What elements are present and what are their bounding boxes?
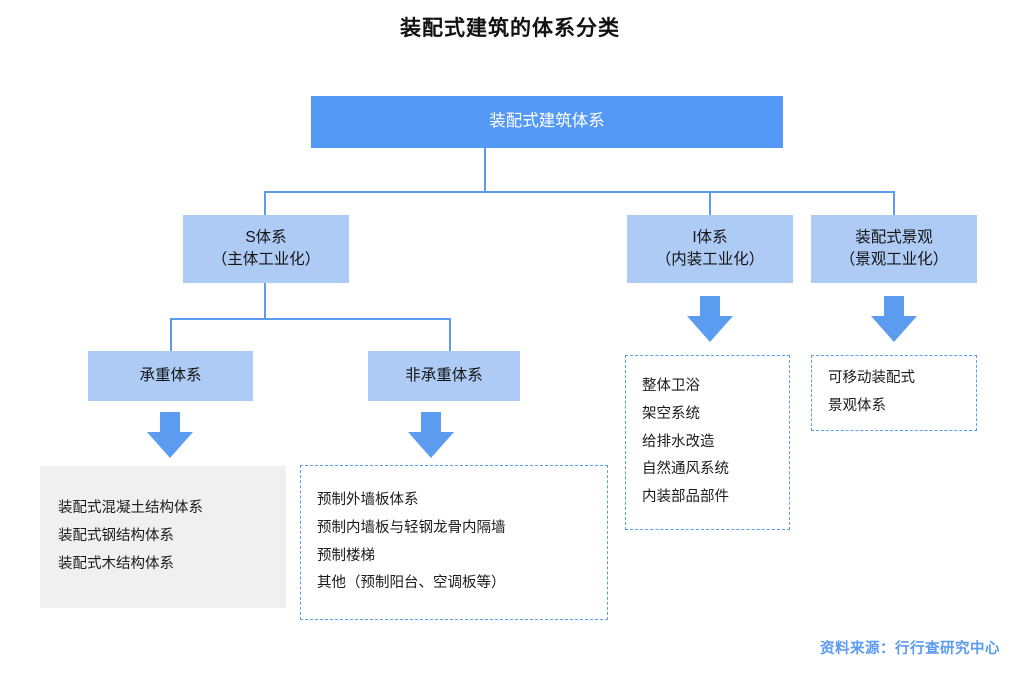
connector-to-landscape [893, 191, 895, 215]
panel-bearing-items: 装配式混凝土结构体系 装配式钢结构体系 装配式木结构体系 [40, 466, 286, 608]
list-item: 可移动装配式 [828, 370, 915, 387]
arrow-down-bearing [147, 412, 193, 458]
arrow-down-nonbearing [408, 412, 454, 458]
connector-s-bus [170, 318, 450, 320]
arrow-down-landscape [871, 296, 917, 342]
arrow-head [687, 316, 733, 342]
connector-to-nonbearing [449, 318, 451, 351]
connector-root-stem [484, 148, 486, 192]
connector-to-i [709, 191, 711, 215]
list-item: 预制楼梯 [317, 547, 375, 564]
panel-nonbearing-items: 预制外墙板体系 预制内墙板与轻钢龙骨内隔墙 预制楼梯 其他（预制阳台、空调板等） [300, 465, 608, 620]
arrow-head [871, 316, 917, 342]
node-i-system-line1: I体系 [692, 228, 728, 246]
node-s-system-line1: S体系 [245, 228, 287, 246]
list-item: 其他（预制阳台、空调板等） [317, 575, 506, 592]
arrow-shaft [700, 296, 720, 318]
list-item: 自然通风系统 [642, 461, 729, 478]
node-s-system[interactable]: S体系 （主体工业化） [183, 215, 349, 283]
node-landscape-system-line2: （景观工业化） [839, 251, 949, 268]
list-item: 整体卫浴 [642, 377, 700, 394]
panel-landscape-items: 可移动装配式 景观体系 [811, 355, 977, 431]
list-item: 给排水改造 [642, 433, 715, 450]
node-root[interactable]: 装配式建筑体系 [311, 96, 783, 148]
connector-to-bearing [170, 318, 172, 351]
list-item: 装配式钢结构体系 [58, 528, 174, 545]
list-item: 内装部品部件 [642, 489, 729, 506]
arrow-head [147, 432, 193, 458]
panel-interior-items: 整体卫浴 架空系统 给排水改造 自然通风系统 内装部品部件 [625, 355, 790, 530]
node-root-label: 装配式建筑体系 [489, 112, 605, 131]
node-nonbearing-system[interactable]: 非承重体系 [368, 351, 520, 401]
arrow-shaft [160, 412, 180, 434]
node-nonbearing-system-label: 非承重体系 [405, 366, 483, 384]
node-i-system[interactable]: I体系 （内装工业化） [627, 215, 793, 283]
arrow-shaft [884, 296, 904, 318]
node-landscape-system[interactable]: 装配式景观 （景观工业化） [811, 215, 977, 283]
list-item: 预制内墙板与轻钢龙骨内隔墙 [317, 519, 506, 536]
list-item: 景观体系 [828, 398, 886, 414]
node-s-system-line2: （主体工业化） [211, 251, 321, 268]
connector-to-s [264, 191, 266, 215]
arrow-down-interior [687, 296, 733, 342]
list-item: 预制外墙板体系 [317, 491, 419, 508]
page-title: 装配式建筑的体系分类 [400, 17, 620, 40]
node-bearing-system-label: 承重体系 [139, 366, 202, 384]
list-item: 架空系统 [642, 405, 700, 422]
node-landscape-system-line1: 装配式景观 [855, 228, 933, 246]
connector-root-bus [264, 191, 894, 193]
arrow-shaft [421, 412, 441, 434]
connector-s-stem [264, 283, 266, 319]
list-item: 装配式木结构体系 [58, 555, 174, 572]
node-i-system-line2: （内装工业化） [655, 251, 765, 268]
list-item: 装配式混凝土结构体系 [58, 500, 203, 517]
node-bearing-system[interactable]: 承重体系 [88, 351, 253, 401]
arrow-head [408, 432, 454, 458]
source-note: 资料来源：行行查研究中心 [820, 641, 1000, 657]
